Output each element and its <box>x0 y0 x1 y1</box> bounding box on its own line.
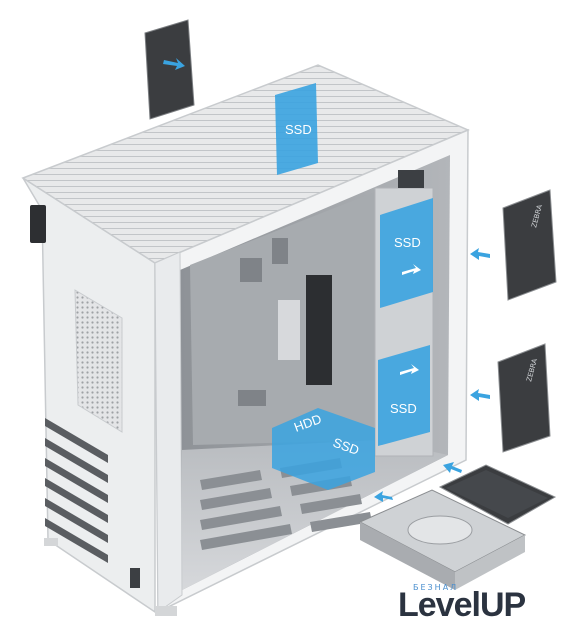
logo-main-text: LevelUP <box>398 586 526 624</box>
expansion-slots <box>45 418 108 563</box>
cable-bracket <box>306 275 332 385</box>
ssd-mount-top: SSD <box>275 83 318 175</box>
ssd-mount-right-lower: SSD <box>378 345 430 446</box>
case-foot <box>44 538 58 546</box>
ssd-top-label: SSD <box>285 122 312 137</box>
arrow-icon <box>470 389 490 401</box>
logo-small-text: БЕЗНАЛ <box>413 583 459 592</box>
front-io-ports <box>130 568 140 588</box>
arrow-icon <box>374 491 393 502</box>
ssd-drive-flat <box>438 464 557 525</box>
front-pillar <box>154 251 183 613</box>
arrow-icon <box>470 248 490 260</box>
arrow-icon <box>400 364 419 375</box>
hdd-drive <box>358 489 527 590</box>
tray-cutout <box>278 300 300 360</box>
ssd-drive-right-lower: ZEBRA <box>497 343 551 453</box>
arrows <box>374 248 490 502</box>
ssd-right-lower-label: SSD <box>390 401 417 416</box>
arrow-icon <box>443 462 462 473</box>
drive-cage-slot <box>398 170 424 188</box>
ssd-mount-right-upper: SSD <box>380 198 433 308</box>
ssd-drive-top <box>144 19 195 120</box>
side-mesh <box>74 289 123 433</box>
arrow-icon <box>163 58 185 70</box>
tray-cutout <box>238 390 266 406</box>
psu-socket <box>30 205 46 243</box>
case-foot <box>155 606 177 616</box>
ssd-drive-right-upper: ZEBRA <box>502 189 557 301</box>
levelup-logo: БЕЗНАЛ LevelUP <box>398 578 526 634</box>
arrow-icon <box>402 264 421 275</box>
tray-cutout <box>240 258 262 282</box>
hdd-platter <box>407 515 473 545</box>
ssd-right-upper-label: SSD <box>394 235 421 250</box>
tray-cutout <box>272 238 288 264</box>
hdd-ssd-mount-floor: HDD SSD <box>272 408 375 490</box>
